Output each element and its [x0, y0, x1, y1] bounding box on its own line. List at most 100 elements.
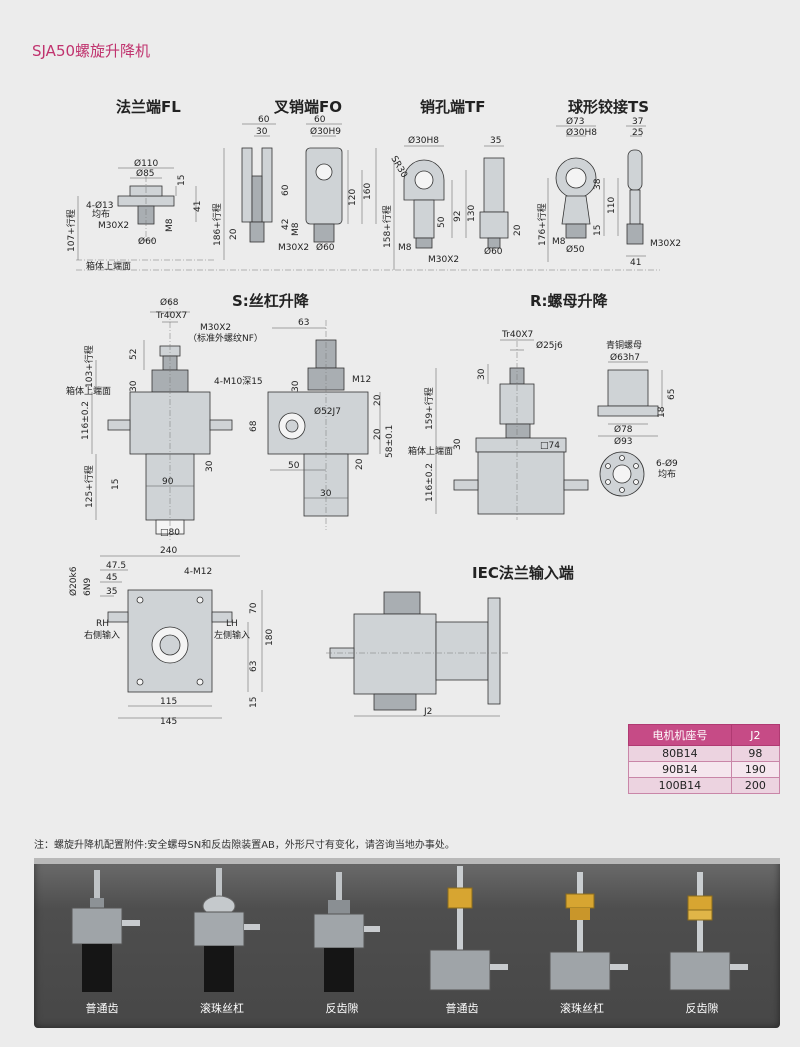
r-lift-front: Tr40X7 Ø25j6 30 159+行程 30 □74 箱体上端面 116±…: [408, 330, 589, 520]
jack-r-ballscrew-image: [549, 872, 628, 991]
fo-w60: 60: [258, 115, 270, 125]
jack-s-antibacklash-image: [313, 872, 380, 992]
fl-ref: 箱体上端面: [86, 260, 131, 272]
fo-w60b: 60: [314, 115, 326, 125]
page-title: SJA50螺旋升降机: [32, 42, 151, 60]
bv-w35: 35: [106, 587, 117, 597]
photo-label: 反齿隙: [325, 1002, 359, 1015]
fl-m8: M8: [165, 218, 175, 232]
table-row: 90B14 190: [628, 761, 781, 778]
s-w30: 30: [320, 489, 332, 499]
motor-header-j2: J2: [730, 724, 781, 746]
photo-s-antibacklash: 反齿隙: [282, 858, 402, 1028]
tf-title: 销孔端TF: [420, 98, 486, 116]
s-w90: 90: [162, 477, 174, 487]
iec-title: IEC法兰输入端: [472, 564, 574, 582]
tf-h50: 50: [437, 216, 447, 228]
tf-drawing: Ø30H8 35 SR30 50 92 130 20 158+行程 M8 M30…: [381, 135, 523, 270]
jack-s-ballscrew-image: [193, 868, 260, 992]
photo-label: 普通齿: [85, 1002, 119, 1015]
r-tr: Tr40X7: [501, 330, 533, 340]
motor-frame: 90B14: [628, 761, 732, 778]
bv-n6: 6N9: [83, 578, 93, 596]
fo-d60: Ø60: [316, 242, 335, 253]
s-ref: 箱体上端面: [66, 385, 111, 397]
iec-j2: J2: [423, 707, 432, 717]
s-h20b: 20: [373, 428, 383, 440]
s-thread: M30X2: [200, 323, 231, 333]
r-stroke159: 159+行程: [423, 387, 435, 430]
photo-r-antibacklash: 反齿隙: [642, 858, 762, 1028]
s-h30: 30: [129, 380, 139, 392]
s-h125: 125+行程: [83, 465, 95, 508]
fl-d110: Ø110: [134, 158, 159, 169]
tf-m8: M8: [398, 243, 412, 253]
bv-rh: RH: [96, 619, 109, 629]
motor-frame: 100B14: [628, 777, 732, 794]
s-h68: 68: [249, 420, 259, 432]
fl-drawing: Ø110 Ø85 4-Ø13 均布 M30X2 Ø60 15 41 M8 107…: [65, 158, 215, 272]
s-w63: 63: [298, 318, 309, 328]
bv-rh-label: 右侧输入: [84, 629, 120, 641]
s-lift-title: S:丝杠升降: [232, 292, 309, 310]
ts-h15: 15: [593, 225, 603, 236]
iec-drawing: J2: [326, 591, 508, 717]
s-h30b: 30: [205, 460, 215, 472]
bv-w45: 45: [106, 573, 117, 583]
ts-d73: Ø73: [566, 116, 585, 127]
nut-holes-note: 均布: [658, 468, 676, 480]
ts-w37: 37: [632, 117, 643, 127]
motor-j2: 190: [730, 761, 781, 778]
bv-w145: 145: [160, 717, 177, 727]
fo-h60: 60: [281, 184, 291, 196]
jack-r-standard-image: [429, 866, 508, 991]
ts-m8: M8: [552, 237, 566, 247]
bv-w240: 240: [160, 546, 177, 556]
s-h15: 15: [111, 479, 121, 490]
s-h20a: 20: [373, 394, 383, 406]
photo-s-ballscrew: 滚珠丝杠: [162, 858, 282, 1028]
ts-w25: 25: [632, 128, 643, 138]
nut-d78: Ø78: [614, 424, 633, 435]
motor-j2: 98: [730, 745, 781, 762]
s-h52: 52: [129, 349, 139, 360]
ts-title: 球形铰接TS: [568, 98, 650, 116]
fl-h15: 15: [177, 175, 187, 186]
table-row: 100B14 200: [628, 777, 781, 794]
fl-holes-note: 均布: [92, 208, 110, 220]
fo-stroke: 186+行程: [211, 203, 223, 246]
fl-thread: M30X2: [98, 221, 129, 231]
r-h30b: 30: [453, 438, 463, 450]
fo-h120: 120: [348, 189, 358, 206]
s-lift-front: Ø68 Tr40X7 M30X2 （标准外螺纹NF） 52 103+行程 箱体上…: [66, 297, 263, 540]
photo-r-standard: 普通齿: [402, 858, 522, 1028]
photo-label: 反齿隙: [685, 1002, 719, 1015]
bv-h180: 180: [265, 629, 275, 646]
bottom-view: 240 47.5 45 35 Ø20k6 6N9 4-M12 RH 右侧输入 L…: [68, 546, 275, 727]
fo-d30: Ø30H9: [310, 126, 341, 137]
fl-d60: Ø60: [138, 236, 157, 247]
bv-w47: 47.5: [106, 561, 126, 571]
bv-lh: LH: [226, 619, 238, 629]
fl-h41: 41: [193, 201, 203, 212]
fo-drawing: 60 30 60 Ø30H9 60 42 20 M8 120 160 186+行…: [211, 115, 377, 260]
s-stroke103: 103+行程: [83, 345, 95, 388]
ts-thread: M30X2: [650, 239, 681, 249]
bv-lh-label: 左侧输入: [214, 629, 250, 641]
fo-w30: 30: [256, 127, 268, 137]
bv-h15: 15: [249, 697, 259, 708]
jack-r-antibacklash-image: [669, 872, 748, 991]
bronze-nut: 青铜螺母 Ø63h7 65 18 Ø78 Ø93 6-Ø9 均布: [597, 339, 678, 497]
fo-thread: M30X2: [278, 243, 309, 253]
ts-stroke: 176+行程: [536, 203, 548, 246]
photo-s-standard: 普通齿: [42, 858, 162, 1028]
tf-stroke: 158+行程: [381, 205, 393, 248]
fo-h160: 160: [363, 183, 373, 200]
fo-m8: M8: [291, 222, 301, 236]
bv-w115: 115: [160, 697, 177, 707]
r-h30: 30: [477, 368, 487, 380]
photo-label: 滚珠丝杠: [200, 1002, 244, 1015]
table-row: 80B14 98: [628, 745, 781, 762]
bv-m12: 4-M12: [184, 567, 212, 577]
motor-table-header: 电机机座号 J2: [628, 724, 781, 746]
